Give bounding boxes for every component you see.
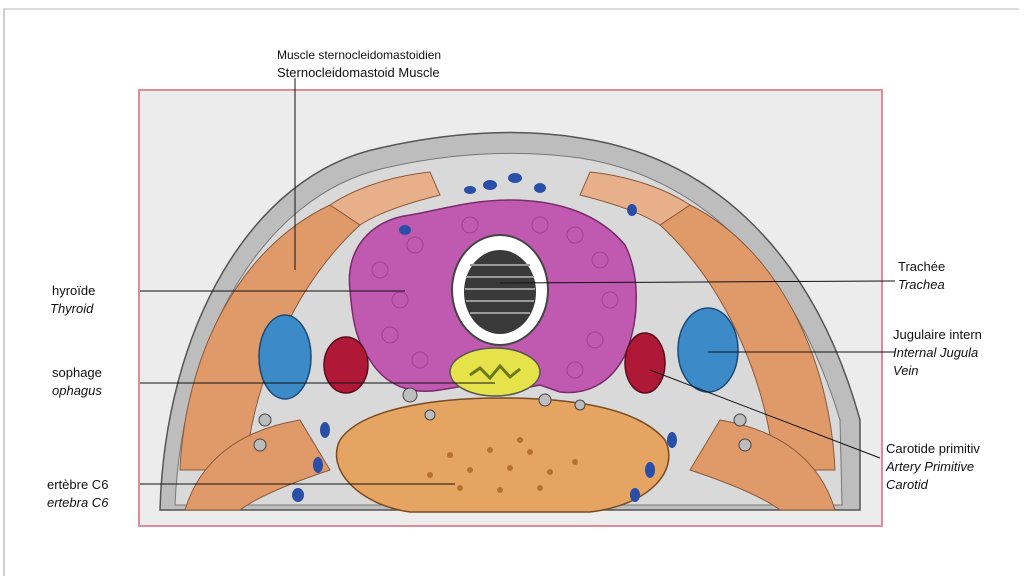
label-esophagus-en: ophagus: [52, 382, 102, 400]
internal-jugular-vein-right: [678, 308, 738, 392]
label-thyroid-en: Thyroid: [50, 300, 93, 318]
label-sternocleidomastoid-en: Sternocleidomastoid Muscle: [277, 64, 440, 82]
label-jugular-en2: Vein: [893, 362, 919, 380]
internal-jugular-vein-left: [259, 315, 311, 399]
vertebra-c6: [336, 398, 668, 512]
trachea-lumen: [464, 250, 536, 334]
label-vertebra-en: ertebra C6: [47, 494, 108, 512]
label-trachea-en: Trachea: [898, 276, 945, 294]
label-esophagus-fr: sophage: [52, 364, 102, 382]
label-jugular-fr: Jugulaire intern: [893, 326, 982, 344]
label-carotid-en1: Artery Primitive: [886, 458, 974, 476]
label-vertebra-fr: ertèbre C6: [47, 476, 108, 494]
label-thyroid-fr: hyroïde: [52, 282, 95, 300]
carotid-artery-right: [625, 333, 665, 393]
label-trachea-fr: Trachée: [898, 258, 945, 276]
carotid-artery-left: [324, 337, 368, 393]
label-jugular-en1: Internal Jugula: [893, 344, 978, 362]
label-sternocleidomastoid-fr: Muscle sternocleidomastoidien: [277, 46, 441, 64]
label-carotid-fr: Carotide primitiv: [886, 440, 980, 458]
label-carotid-en2: Carotid: [886, 476, 928, 494]
